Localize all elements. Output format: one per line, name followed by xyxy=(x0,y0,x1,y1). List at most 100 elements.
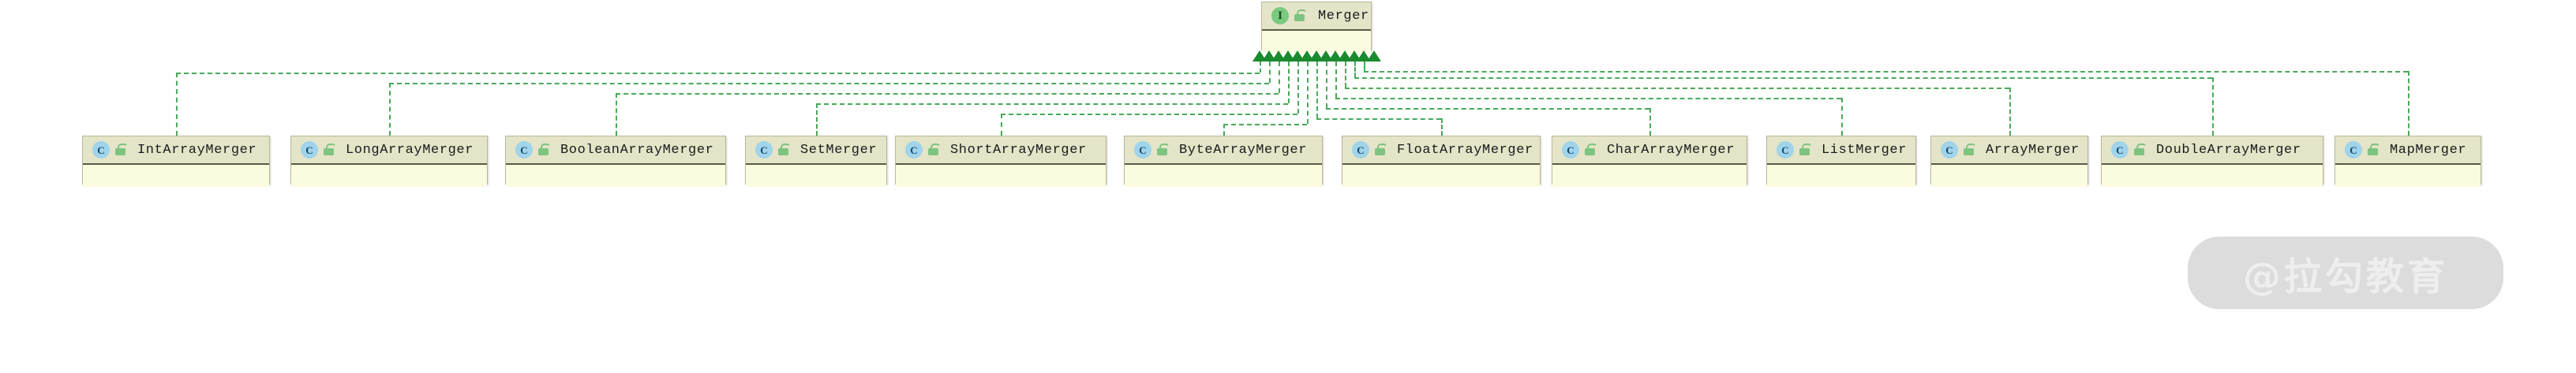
uml-node-header: C LongArrayMerger xyxy=(291,136,487,165)
realization-link-vertical xyxy=(2009,88,2011,136)
realization-link-riser xyxy=(1278,62,1280,93)
realization-link-riser xyxy=(1316,62,1318,118)
realization-link-vertical xyxy=(389,83,391,136)
realization-link-riser xyxy=(1345,62,1347,88)
realization-link-horizontal xyxy=(176,73,1260,74)
realization-link-vertical xyxy=(616,93,617,136)
realization-link-horizontal xyxy=(1335,98,1841,99)
realization-link-horizontal xyxy=(1316,118,1441,120)
realization-link-horizontal xyxy=(1001,114,1297,115)
class-icon: C xyxy=(301,141,318,159)
uml-node-title: ListMerger xyxy=(1822,142,1908,158)
class-icon: C xyxy=(1777,141,1794,159)
uml-node-title: ShortArrayMerger xyxy=(950,142,1087,158)
realization-link-vertical xyxy=(1649,108,1651,136)
class-icon: C xyxy=(1134,141,1151,159)
interface-icon: I xyxy=(1271,7,1289,24)
realization-link-horizontal xyxy=(1354,77,2212,79)
uml-node-header: C FloatArrayMerger xyxy=(1342,136,1540,165)
class-icon: C xyxy=(1941,141,1958,159)
uml-node-body xyxy=(1552,165,1747,187)
uml-node-header: C CharArrayMerger xyxy=(1552,136,1747,165)
uml-node-header: C IntArrayMerger xyxy=(83,136,269,165)
realization-link-vertical xyxy=(1441,118,1443,136)
uml-node-header: C ByteArrayMerger xyxy=(1125,136,1322,165)
realization-link-vertical xyxy=(2212,77,2214,136)
class-icon: C xyxy=(2345,141,2362,159)
realization-link-riser xyxy=(1259,62,1261,73)
uml-node-class[interactable]: C LongArrayMerger xyxy=(290,136,488,187)
uml-node-class[interactable]: C ByteArrayMerger xyxy=(1124,136,1323,187)
realization-link-riser xyxy=(1287,62,1290,103)
unlock-icon xyxy=(778,144,791,156)
unlock-icon xyxy=(1375,144,1387,156)
class-icon: C xyxy=(1352,141,1369,159)
uml-node-title: LongArrayMerger xyxy=(346,142,474,158)
uml-node-header: C ListMerger xyxy=(1767,136,1915,165)
uml-node-body xyxy=(506,165,725,187)
uml-node-class[interactable]: C IntArrayMerger xyxy=(82,136,270,187)
realization-link-vertical xyxy=(2408,71,2409,136)
uml-node-body xyxy=(746,165,886,187)
uml-node-title: BooleanArrayMerger xyxy=(560,142,714,158)
realization-link-horizontal xyxy=(1326,108,1649,110)
unlock-icon xyxy=(115,144,128,156)
uml-node-body xyxy=(1262,31,1371,53)
uml-node-class[interactable]: C BooleanArrayMerger xyxy=(505,136,726,187)
uml-node-class[interactable]: C ArrayMerger xyxy=(1930,136,2088,187)
realization-link-vertical xyxy=(1223,124,1225,136)
uml-node-header: C ArrayMerger xyxy=(1931,136,2087,165)
unlock-icon xyxy=(928,144,941,156)
class-icon: C xyxy=(755,141,773,159)
realization-link-horizontal xyxy=(1223,124,1307,125)
unlock-icon xyxy=(1294,9,1307,22)
uml-node-title: CharArrayMerger xyxy=(1607,142,1735,158)
uml-node-class[interactable]: C CharArrayMerger xyxy=(1552,136,1747,187)
realization-link-riser xyxy=(1335,62,1338,98)
uml-node-title: ArrayMerger xyxy=(1986,142,2080,158)
class-icon: C xyxy=(515,141,533,159)
uml-node-merger-interface[interactable]: I Merger xyxy=(1261,2,1372,53)
realization-link-horizontal xyxy=(389,83,1269,84)
realization-link-vertical xyxy=(816,103,818,136)
realization-link-horizontal xyxy=(816,103,1288,105)
uml-node-header: I Merger xyxy=(1262,2,1371,31)
uml-node-class[interactable]: C DoubleArrayMerger xyxy=(2101,136,2323,187)
realization-link-riser xyxy=(1268,62,1271,83)
class-icon: C xyxy=(1562,141,1579,159)
uml-node-title: ByteArrayMerger xyxy=(1179,142,1308,158)
uml-node-title: IntArrayMerger xyxy=(137,142,257,158)
uml-node-class[interactable]: C FloatArrayMerger xyxy=(1342,136,1541,187)
uml-node-body xyxy=(1767,165,1915,187)
uml-node-header: C DoubleArrayMerger xyxy=(2102,136,2323,165)
class-icon: C xyxy=(92,141,110,159)
realization-link-riser xyxy=(1297,62,1299,114)
realization-link-horizontal xyxy=(1364,71,2408,73)
class-icon: C xyxy=(2111,141,2129,159)
uml-node-title: DoubleArrayMerger xyxy=(2156,142,2301,158)
watermark: @拉勾教育 xyxy=(2188,237,2503,309)
uml-node-body xyxy=(83,165,269,187)
uml-node-class[interactable]: C ListMerger xyxy=(1766,136,1916,187)
unlock-icon xyxy=(324,144,336,156)
unlock-icon xyxy=(538,144,551,156)
realization-arrowhead xyxy=(1366,50,1381,62)
realization-link-vertical xyxy=(1841,98,1843,136)
uml-node-title: FloatArrayMerger xyxy=(1397,142,1533,158)
uml-node-body xyxy=(896,165,1106,187)
unlock-icon xyxy=(1157,144,1170,156)
realization-link-horizontal xyxy=(616,93,1279,95)
uml-node-body xyxy=(291,165,487,187)
realization-link-horizontal xyxy=(1345,88,2009,89)
uml-node-header: C BooleanArrayMerger xyxy=(506,136,725,165)
realization-link-riser xyxy=(1364,62,1366,71)
uml-node-body xyxy=(2335,165,2481,187)
uml-node-body xyxy=(2102,165,2323,187)
unlock-icon xyxy=(2368,144,2380,156)
